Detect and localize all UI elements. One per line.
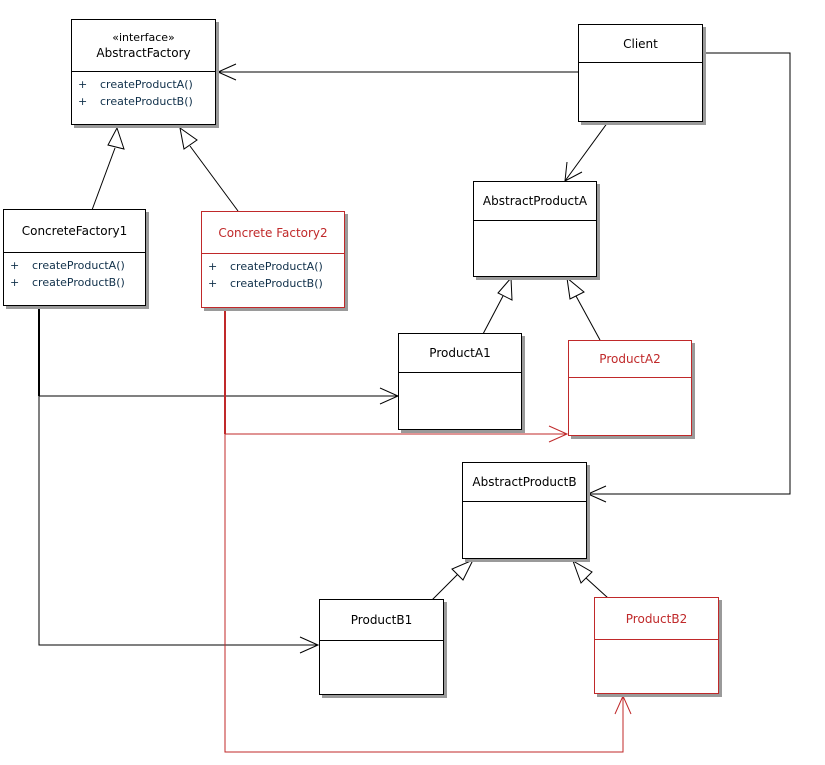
operation-name: createProductA() [32, 259, 125, 272]
class-name: ProductA1 [429, 346, 491, 360]
operation: + createProductA() [10, 257, 145, 274]
visibility-marker: + [10, 276, 20, 289]
product-a2-header: ProductA2 [569, 341, 691, 378]
class-name: ProductA2 [599, 352, 661, 366]
dependency-cf1-to-product-a1 [38, 306, 400, 405]
class-name: ConcreteFactory1 [21, 224, 128, 238]
abstract-product-b-class[interactable]: AbstractProductB [462, 462, 587, 559]
concrete-factory-2-header: Concrete Factory2 [202, 212, 344, 254]
class-name: ProductB1 [350, 613, 413, 627]
stereotype-label: «interface» [112, 30, 175, 44]
class-name: AbstractProductB [472, 475, 577, 489]
generalization-product-b2 [572, 559, 609, 599]
visibility-marker: + [78, 78, 88, 91]
client-header: Client [579, 25, 702, 63]
abstract-product-a-class[interactable]: AbstractProductA [473, 181, 597, 277]
product-b1-header: ProductB1 [320, 600, 443, 641]
operations-list: + createProductA() + createProductB() [72, 72, 215, 110]
operation-name: createProductA() [230, 260, 323, 273]
generalization-product-a1 [482, 276, 513, 335]
product-b1-class[interactable]: ProductB1 [319, 599, 444, 695]
generalization-product-a2 [566, 276, 601, 341]
class-name: Concrete Factory2 [218, 225, 328, 240]
operation-name: createProductB() [32, 276, 125, 289]
visibility-marker: + [208, 277, 218, 290]
product-a1-class[interactable]: ProductA1 [398, 333, 522, 430]
operation: + createProductB() [10, 274, 145, 291]
association-client-to-abstract-product-a [564, 121, 609, 182]
product-b2-header: ProductB2 [595, 598, 718, 640]
dependency-cf1-to-product-b1 [38, 396, 320, 654]
operation: + createProductB() [78, 93, 215, 110]
concrete-factory-1-header: ConcreteFactory1 [4, 210, 145, 253]
class-name: ProductB2 [625, 611, 688, 626]
visibility-marker: + [208, 260, 218, 273]
visibility-marker: + [78, 95, 88, 108]
client-class[interactable]: Client [578, 24, 703, 122]
abstract-product-b-header: AbstractProductB [463, 463, 586, 502]
operations-list: + createProductA() + createProductB() [202, 254, 344, 292]
abstract-product-a-header: AbstractProductA [474, 182, 596, 221]
association-client-to-abstract-factory [216, 63, 578, 81]
abstract-factory-header: «interface» AbstractFactory [72, 20, 215, 72]
class-name: AbstractProductA [482, 194, 588, 208]
class-name: AbstractFactory [96, 45, 191, 60]
operations-list: + createProductA() + createProductB() [4, 253, 145, 291]
dependency-cf2-to-product-b2 [224, 434, 632, 753]
operation-name: createProductA() [100, 78, 193, 91]
operation: + createProductA() [78, 76, 215, 93]
operation-name: createProductB() [230, 277, 323, 290]
generalization-product-b1 [431, 559, 475, 601]
visibility-marker: + [10, 259, 20, 272]
dependency-cf2-to-product-a2 [224, 308, 569, 443]
product-a1-header: ProductA1 [399, 334, 521, 373]
operation-name: createProductB() [100, 95, 193, 108]
generalization-concrete-factory-1 [91, 126, 125, 211]
operation: + createProductA() [208, 258, 344, 275]
class-name: Client [623, 36, 658, 51]
concrete-factory-1-class[interactable]: ConcreteFactory1 + createProductA() + crea… [3, 209, 146, 306]
concrete-factory-2-class[interactable]: Concrete Factory2 + createProductA() + cre… [201, 211, 345, 308]
generalization-concrete-factory-2 [179, 126, 239, 212]
abstract-factory-class[interactable]: «interface» AbstractFactory + createProdu… [71, 19, 216, 125]
operation: + createProductB() [208, 275, 344, 292]
association-client-to-abstract-product-b [586, 52, 791, 503]
product-a2-class[interactable]: ProductA2 [568, 340, 692, 436]
product-b2-class[interactable]: ProductB2 [594, 597, 719, 694]
